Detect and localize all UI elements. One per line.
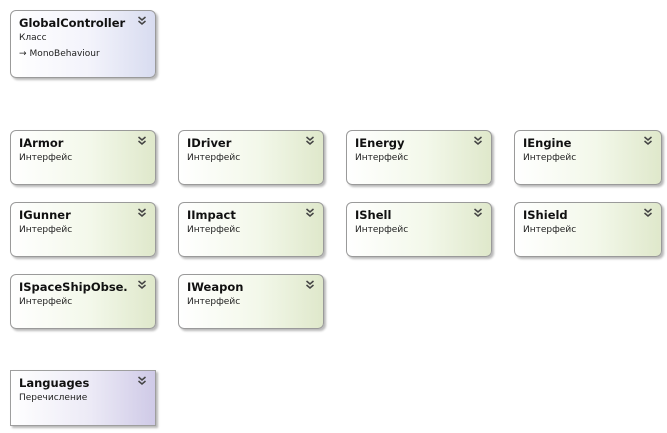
chevron-double-down-icon[interactable] <box>642 207 654 219</box>
shape-kind: Интерфейс <box>355 225 409 235</box>
chevron-double-down-icon[interactable] <box>136 135 148 147</box>
shape-title: IEnergy <box>355 136 405 150</box>
chevron-double-down-icon[interactable] <box>136 279 148 291</box>
shape-kind: Интерфейс <box>187 225 241 235</box>
shape-kind: Интерфейс <box>187 297 241 307</box>
interface-shape-igunner[interactable]: IGunner Интерфейс <box>10 202 156 257</box>
interface-shape-ispaceshipobserver[interactable]: ISpaceShipObse… Интерфейс <box>10 274 156 329</box>
shape-title: IShield <box>523 208 568 222</box>
shape-title: Languages <box>19 376 90 390</box>
inherit-arrow-icon: → <box>19 49 27 59</box>
shape-title: GlobalController <box>19 16 126 30</box>
interface-shape-ishell[interactable]: IShell Интерфейс <box>346 202 492 257</box>
chevron-double-down-icon[interactable] <box>642 135 654 147</box>
shape-kind: Интерфейс <box>187 153 241 163</box>
shape-kind: Интерфейс <box>523 153 577 163</box>
shape-title: IShell <box>355 208 392 222</box>
interface-shape-iweapon[interactable]: IWeapon Интерфейс <box>178 274 324 329</box>
interface-shape-iarmor[interactable]: IArmor Интерфейс <box>10 130 156 185</box>
shape-kind: Интерфейс <box>19 153 73 163</box>
chevron-double-down-icon[interactable] <box>472 207 484 219</box>
base-type-row: →MonoBehaviour <box>19 49 100 59</box>
base-type-name: MonoBehaviour <box>29 49 100 59</box>
shape-kind: Интерфейс <box>19 297 73 307</box>
enum-shape-languages[interactable]: Languages Перечисление <box>10 370 156 426</box>
shape-kind: Перечисление <box>19 393 88 403</box>
interface-shape-ienergy[interactable]: IEnergy Интерфейс <box>346 130 492 185</box>
chevron-double-down-icon[interactable] <box>472 135 484 147</box>
shape-title: IImpact <box>187 208 236 222</box>
chevron-double-down-icon[interactable] <box>136 15 148 27</box>
shape-title: ISpaceShipObse… <box>19 280 127 294</box>
interface-shape-iengine[interactable]: IEngine Интерфейс <box>514 130 662 185</box>
interface-shape-idriver[interactable]: IDriver Интерфейс <box>178 130 324 185</box>
chevron-double-down-icon[interactable] <box>136 207 148 219</box>
chevron-double-down-icon[interactable] <box>304 279 316 291</box>
shape-kind: Класс <box>19 33 47 43</box>
shape-title: IGunner <box>19 208 71 222</box>
interface-shape-ishield[interactable]: IShield Интерфейс <box>514 202 662 257</box>
shape-title: IEngine <box>523 136 572 150</box>
shape-title: IArmor <box>19 136 64 150</box>
shape-kind: Интерфейс <box>523 225 577 235</box>
shape-kind: Интерфейс <box>355 153 409 163</box>
shape-title: IWeapon <box>187 280 244 294</box>
chevron-double-down-icon[interactable] <box>136 375 148 387</box>
shape-title: IDriver <box>187 136 232 150</box>
chevron-double-down-icon[interactable] <box>304 207 316 219</box>
class-shape-globalcontroller[interactable]: GlobalController Класс →MonoBehaviour <box>10 10 156 78</box>
shape-kind: Интерфейс <box>19 225 73 235</box>
interface-shape-iimpact[interactable]: IImpact Интерфейс <box>178 202 324 257</box>
chevron-double-down-icon[interactable] <box>304 135 316 147</box>
